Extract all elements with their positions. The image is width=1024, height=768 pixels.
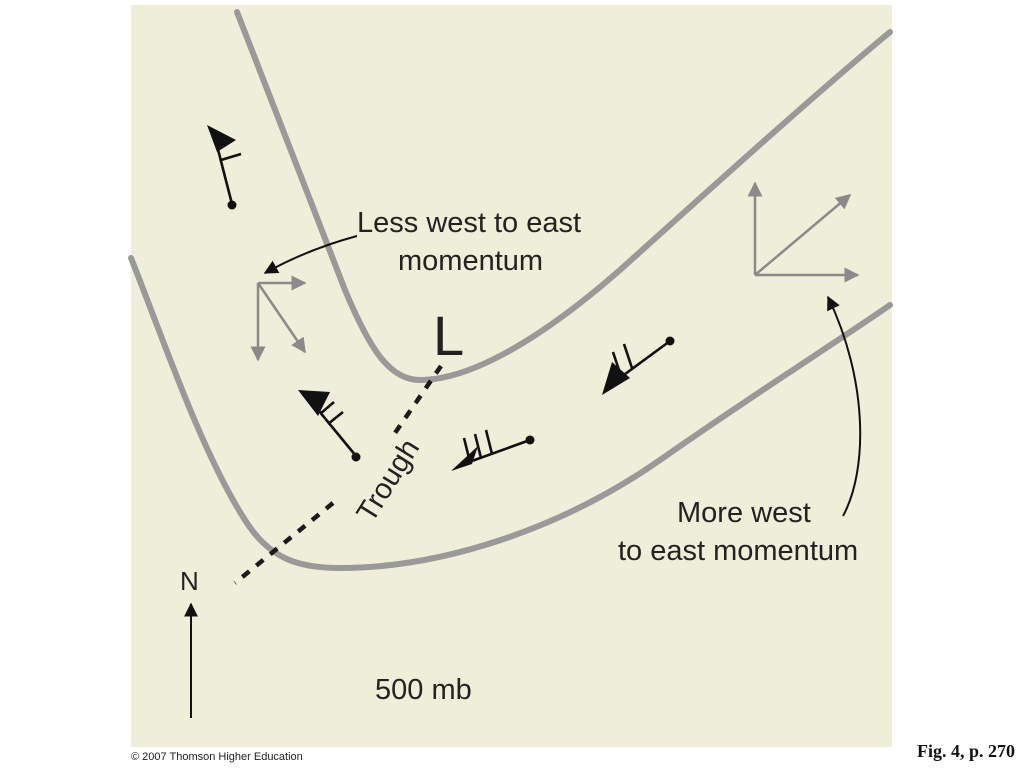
vector-arrow-icon: [747, 181, 860, 283]
vector-arrow-icon: [250, 275, 307, 362]
more-momentum-label-1: More west: [677, 497, 811, 529]
trough-label: Trough: [351, 434, 426, 528]
lower-contour: [128, 255, 893, 572]
wind-barb-icon: [298, 390, 361, 462]
wind-barb-icon: [602, 336, 675, 395]
north-label: N: [180, 566, 199, 596]
pointer-arrow-icon: [263, 235, 358, 274]
wind-barb-icon: [451, 429, 535, 471]
copyright-caption: © 2007 Thomson Higher Education: [131, 751, 303, 763]
upper-contour: [234, 9, 893, 384]
figure-reference: Fig. 4, p. 270: [916, 741, 1015, 761]
wind-barb-icon: [207, 125, 242, 210]
pressure-level-label: 500 mb: [375, 674, 472, 706]
less-momentum-label-1: Less west to east: [357, 207, 581, 239]
low-pressure-symbol: L: [433, 304, 464, 367]
more-momentum-label-2: to east momentum: [618, 535, 858, 567]
pointer-arrow-icon: [827, 295, 862, 517]
less-momentum-label-2: momentum: [398, 245, 543, 277]
diagram-panel: [131, 5, 892, 747]
trough-line: [233, 364, 443, 585]
